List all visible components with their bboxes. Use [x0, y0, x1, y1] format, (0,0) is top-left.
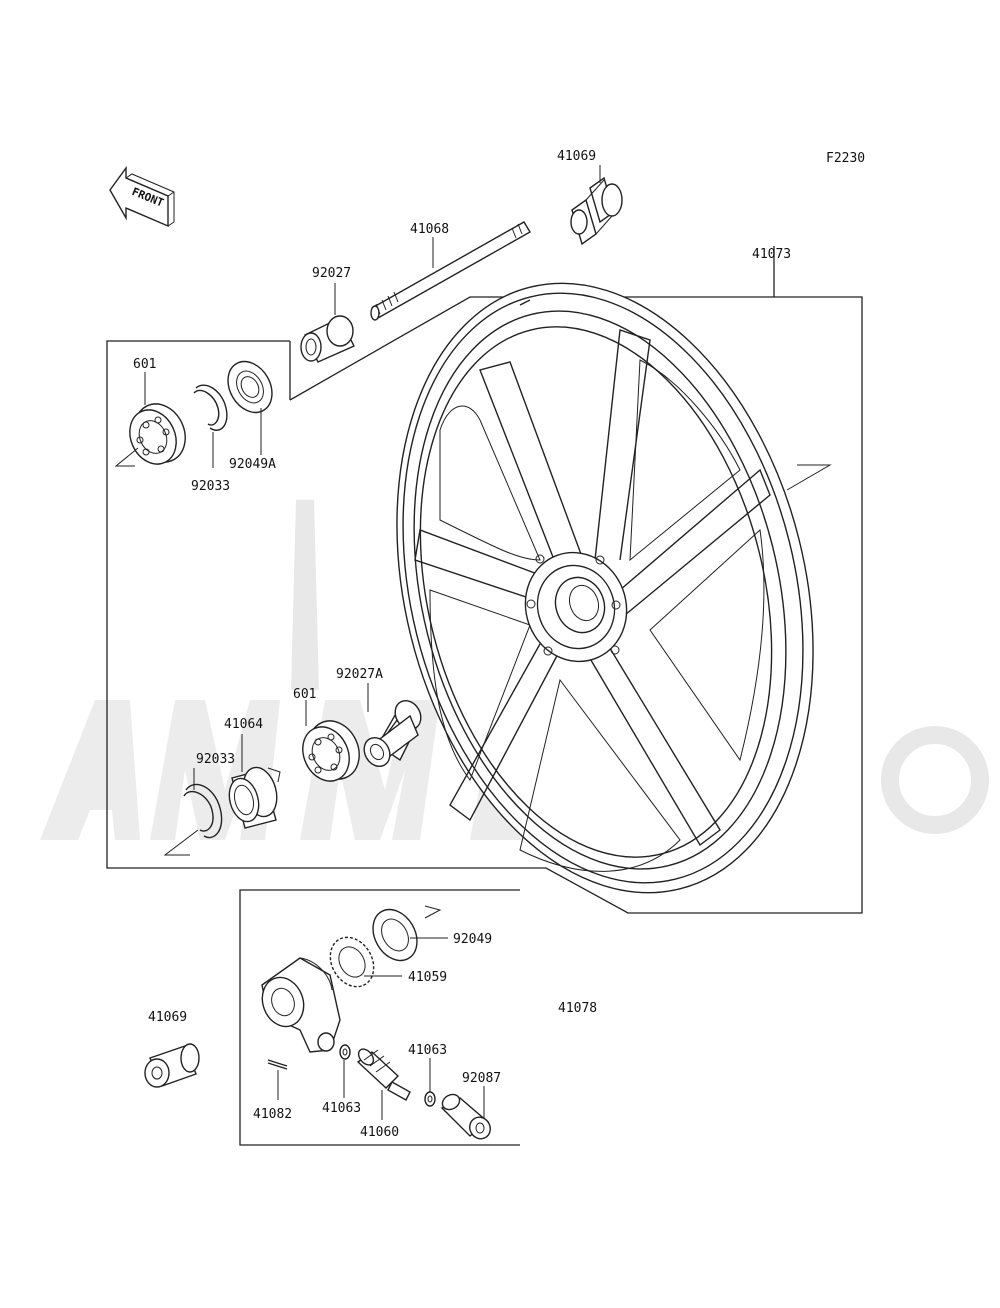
circlip-mid: [183, 783, 223, 839]
label-601-top: 601: [133, 357, 156, 372]
axle-shaft: [370, 221, 531, 321]
label-92087: 92087: [462, 1071, 501, 1086]
drive-gear-41059: [329, 936, 375, 988]
label-41059: 41059: [408, 970, 447, 985]
pinion-gear-41060: [356, 1048, 411, 1101]
label-41068: 41068: [410, 222, 449, 237]
bushing-92087: [440, 1093, 491, 1140]
label-41063-left: 41063: [322, 1101, 361, 1116]
label-41060: 41060: [360, 1125, 399, 1140]
oil-seal-92049a: [227, 360, 273, 414]
label-92027A: 92027A: [336, 667, 383, 682]
spacer-92027a: [363, 699, 422, 768]
front-arrow-icon: FRONT: [109, 165, 175, 228]
label-41078: 41078: [558, 1001, 597, 1016]
gear-housing-41078: [261, 957, 341, 1053]
washer-41063-right: [424, 1091, 436, 1107]
axle-nut-bottom: [144, 1043, 200, 1088]
diagram-code: F2230: [826, 151, 865, 166]
front-arrow-label: FRONT: [130, 185, 166, 210]
washer-41063-left: [339, 1044, 351, 1060]
label-41069-bottom: 41069: [148, 1010, 187, 1025]
oil-seal-92049: [372, 908, 418, 962]
label-92049A: 92049A: [229, 457, 276, 472]
spacer-92027: [300, 315, 355, 363]
label-41082: 41082: [253, 1107, 292, 1122]
axle-nut-top: [570, 176, 623, 246]
collar-41064: [228, 766, 281, 829]
label-92027: 92027: [312, 266, 351, 281]
cast-wheel: [396, 282, 814, 894]
label-41069-top: 41069: [557, 149, 596, 164]
label-92033-mid: 92033: [196, 752, 235, 767]
pin-41082: [267, 1059, 288, 1070]
label-92033-top: 92033: [191, 479, 230, 494]
bearing-601-mid: [302, 720, 360, 782]
label-41064: 41064: [224, 717, 263, 732]
label-601-mid: 601: [293, 687, 316, 702]
label-92049: 92049: [453, 932, 492, 947]
bearing-601-top: [129, 403, 186, 465]
label-41063-right: 41063: [408, 1043, 447, 1058]
speedometer-gear-frame: [239, 889, 520, 1146]
label-41073: 41073: [752, 247, 791, 262]
circlip-top: [193, 384, 228, 431]
